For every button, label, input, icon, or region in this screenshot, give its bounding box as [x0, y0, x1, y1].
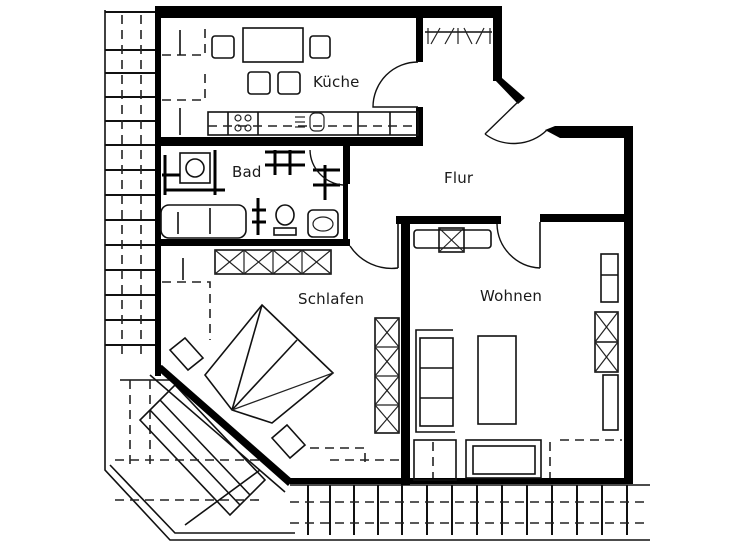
living-furniture — [413, 222, 622, 481]
bottom-terrace — [290, 484, 650, 541]
room-label-flur: Flur — [444, 169, 474, 187]
kitchen-furniture — [162, 25, 419, 136]
room-label-wohnen: Wohnen — [480, 287, 543, 305]
flur-details — [425, 27, 548, 145]
room-label-bad: Bad — [232, 163, 262, 181]
bathroom-fixtures — [160, 149, 344, 239]
room-label-kueche: Küche — [313, 73, 360, 91]
left-terrace — [104, 10, 161, 370]
room-label-schlafen: Schlafen — [298, 290, 365, 308]
diagonal-terrace — [104, 370, 295, 541]
walls — [149, 6, 633, 493]
bedroom-furniture — [162, 224, 400, 468]
